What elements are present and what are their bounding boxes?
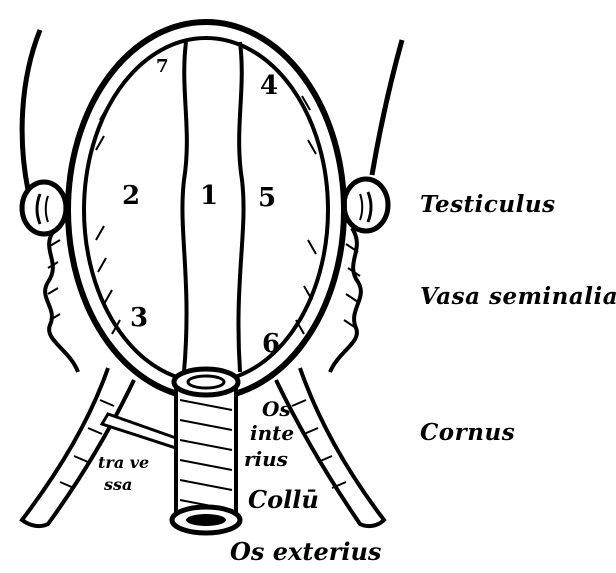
left-testicle xyxy=(22,182,66,234)
right-horn xyxy=(372,40,402,175)
cell-number-1: 1 xyxy=(200,181,218,211)
label-cornus: Cornus xyxy=(420,419,515,446)
right-testicle xyxy=(344,179,388,231)
cell-number-5: 5 xyxy=(258,183,276,213)
label-vasa-seminalia: Vasa seminalia xyxy=(420,283,616,310)
label-os-exterius: Os exterius xyxy=(230,537,382,566)
cell-number-2: 2 xyxy=(122,181,140,211)
uterus-collum xyxy=(172,369,240,533)
label-os-interius-line2: inte xyxy=(250,421,294,445)
cell-number-4: 4 xyxy=(260,71,278,101)
label-transversa-line2: ssa xyxy=(103,475,132,494)
transverse-band xyxy=(102,414,176,448)
label-transversa-line1: tra ve xyxy=(98,453,149,472)
label-os-interius-line1: Os xyxy=(262,397,291,421)
label-testiculus: Testiculus xyxy=(420,191,556,218)
label-collum: Collū xyxy=(248,485,319,514)
left-lower-horn xyxy=(22,368,134,526)
label-os-interius-line3: rius xyxy=(244,447,288,471)
cell-number-6: 6 xyxy=(262,329,280,359)
cell-number-3: 3 xyxy=(130,303,148,333)
left-horn xyxy=(22,30,40,190)
cell-number-7: 7 xyxy=(156,56,169,77)
